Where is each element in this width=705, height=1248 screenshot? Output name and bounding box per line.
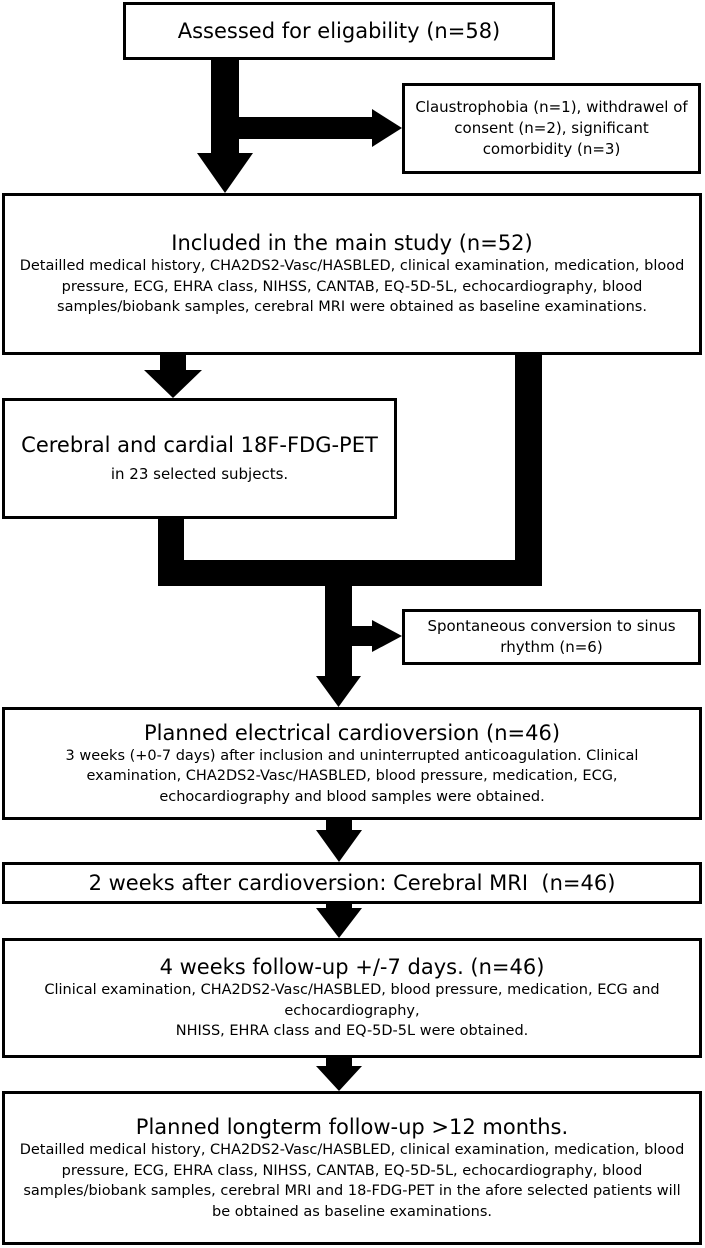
arrowhead-exclusion [372, 109, 402, 147]
arrowhead-assessed-included [197, 153, 253, 193]
exclusion-box: Claustrophobia (n=1), withdrawel of cons… [402, 83, 701, 174]
included-box: Included in the main study (n=52) Detail… [2, 193, 702, 355]
assessed-title: Assessed for eligability (n=58) [177, 18, 501, 43]
longterm-title: Planned longterm follow-up >12 months. [135, 1114, 569, 1139]
conversion-text: Spontaneous conversion to sinus rhythm (… [427, 617, 676, 656]
cardioversion-box: Planned electrical cardioversion (n=46) … [2, 707, 702, 820]
merge-line [158, 560, 542, 586]
arrowhead-merge-cardioversion [316, 676, 361, 707]
included-body: Detailled medical history, CHA2DS2-Vasc/… [19, 258, 685, 316]
pet-box: Cerebral and cardial 18F-FDG-PET in 23 s… [2, 398, 397, 519]
followup4-title: 4 weeks follow-up +/-7 days. (n=46) [159, 955, 545, 979]
arrowhead-mri-followup [316, 908, 362, 938]
bypass-line-right [515, 353, 542, 586]
assessed-box: Assessed for eligability (n=58) [123, 2, 555, 60]
arrowhead-included-pet [144, 370, 202, 398]
arrow-shaft-followup-longterm [326, 1056, 352, 1068]
arrow-shaft-included-pet [160, 353, 186, 371]
cardioversion-title: Planned electrical cardioversion (n=46) [143, 720, 561, 745]
followup4-body-2: NHISS, EHRA class and EQ-5D-5L were obta… [175, 1023, 529, 1040]
included-title: Included in the main study (n=52) [171, 231, 533, 255]
arrowhead-conversion [372, 620, 402, 652]
cardioversion-body: 3 weeks (+0-7 days) after inclusion and … [65, 747, 639, 805]
conversion-box: Spontaneous conversion to sinus rhythm (… [402, 609, 701, 665]
exclusion-text: Claustrophobia (n=1), withdrawel of cons… [415, 98, 688, 158]
arrow-shaft-assessed-included [211, 57, 239, 155]
pet-body: in 23 selected subjects. [110, 465, 289, 484]
mri-title: 2 weeks after cardioversion: Cerebral MR… [88, 870, 616, 895]
followup4-body-1: Clinical examination, CHA2DS2-Vasc/HASBL… [44, 982, 660, 1019]
mri-box: 2 weeks after cardioversion: Cerebral MR… [2, 862, 702, 904]
longterm-box: Planned longterm follow-up >12 months. D… [2, 1091, 702, 1245]
arrow-shaft-merge-cardioversion [325, 586, 352, 678]
pet-title: Cerebral and cardial 18F-FDG-PET [21, 432, 378, 457]
longterm-body: Detailled medical history, CHA2DS2-Vasc/… [19, 1141, 685, 1220]
arrow-shaft-mri-followup [326, 902, 352, 910]
arrow-shaft-exclusion [239, 117, 375, 139]
arrow-shaft-conversion [352, 626, 374, 646]
arrowhead-cardioversion-mri [316, 830, 362, 862]
followup4-box: 4 weeks follow-up +/-7 days. (n=46) Clin… [2, 938, 702, 1058]
arrow-shaft-cardioversion-mri [326, 818, 352, 832]
arrowhead-followup-longterm [316, 1066, 362, 1091]
